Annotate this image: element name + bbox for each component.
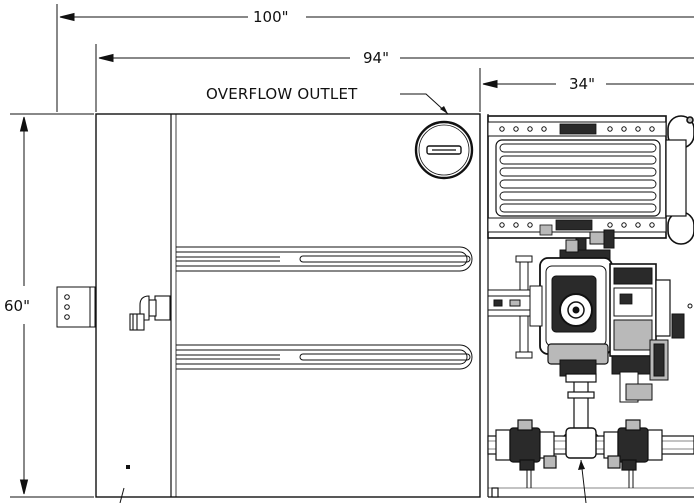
pump-assembly xyxy=(529,239,613,377)
dimension-height xyxy=(10,113,94,498)
lower-manifold xyxy=(487,419,694,471)
bottom-leader-left xyxy=(119,487,125,503)
drain-tubes xyxy=(526,470,634,488)
dimension-equipment-width xyxy=(479,68,694,112)
dimension-overall-width xyxy=(56,4,694,112)
overflow-outlet-symbol xyxy=(414,120,474,180)
heating-element-upper xyxy=(176,246,473,272)
dimension-label-34: 34" xyxy=(569,75,595,93)
dimension-label-60: 60" xyxy=(4,297,30,315)
overflow-outlet-leader xyxy=(400,93,449,115)
heat-exchanger xyxy=(487,115,667,239)
dimension-tank-width xyxy=(95,44,694,112)
dimension-label-100: 100" xyxy=(253,8,289,26)
tank-body xyxy=(95,113,481,498)
inlet-elbow-fitting xyxy=(129,295,171,331)
tank-drain-mark xyxy=(126,465,130,469)
dimension-label-94: 94" xyxy=(363,49,389,67)
motor-control-box xyxy=(609,263,693,357)
heating-element-lower xyxy=(176,344,473,370)
header-fittings-right xyxy=(665,115,694,245)
mounting-bracket xyxy=(56,286,96,328)
pump-discharge-riser xyxy=(565,373,597,431)
pressure-gauge-valve xyxy=(611,339,669,403)
overflow-outlet-label: OVERFLOW OUTLET xyxy=(206,85,358,103)
